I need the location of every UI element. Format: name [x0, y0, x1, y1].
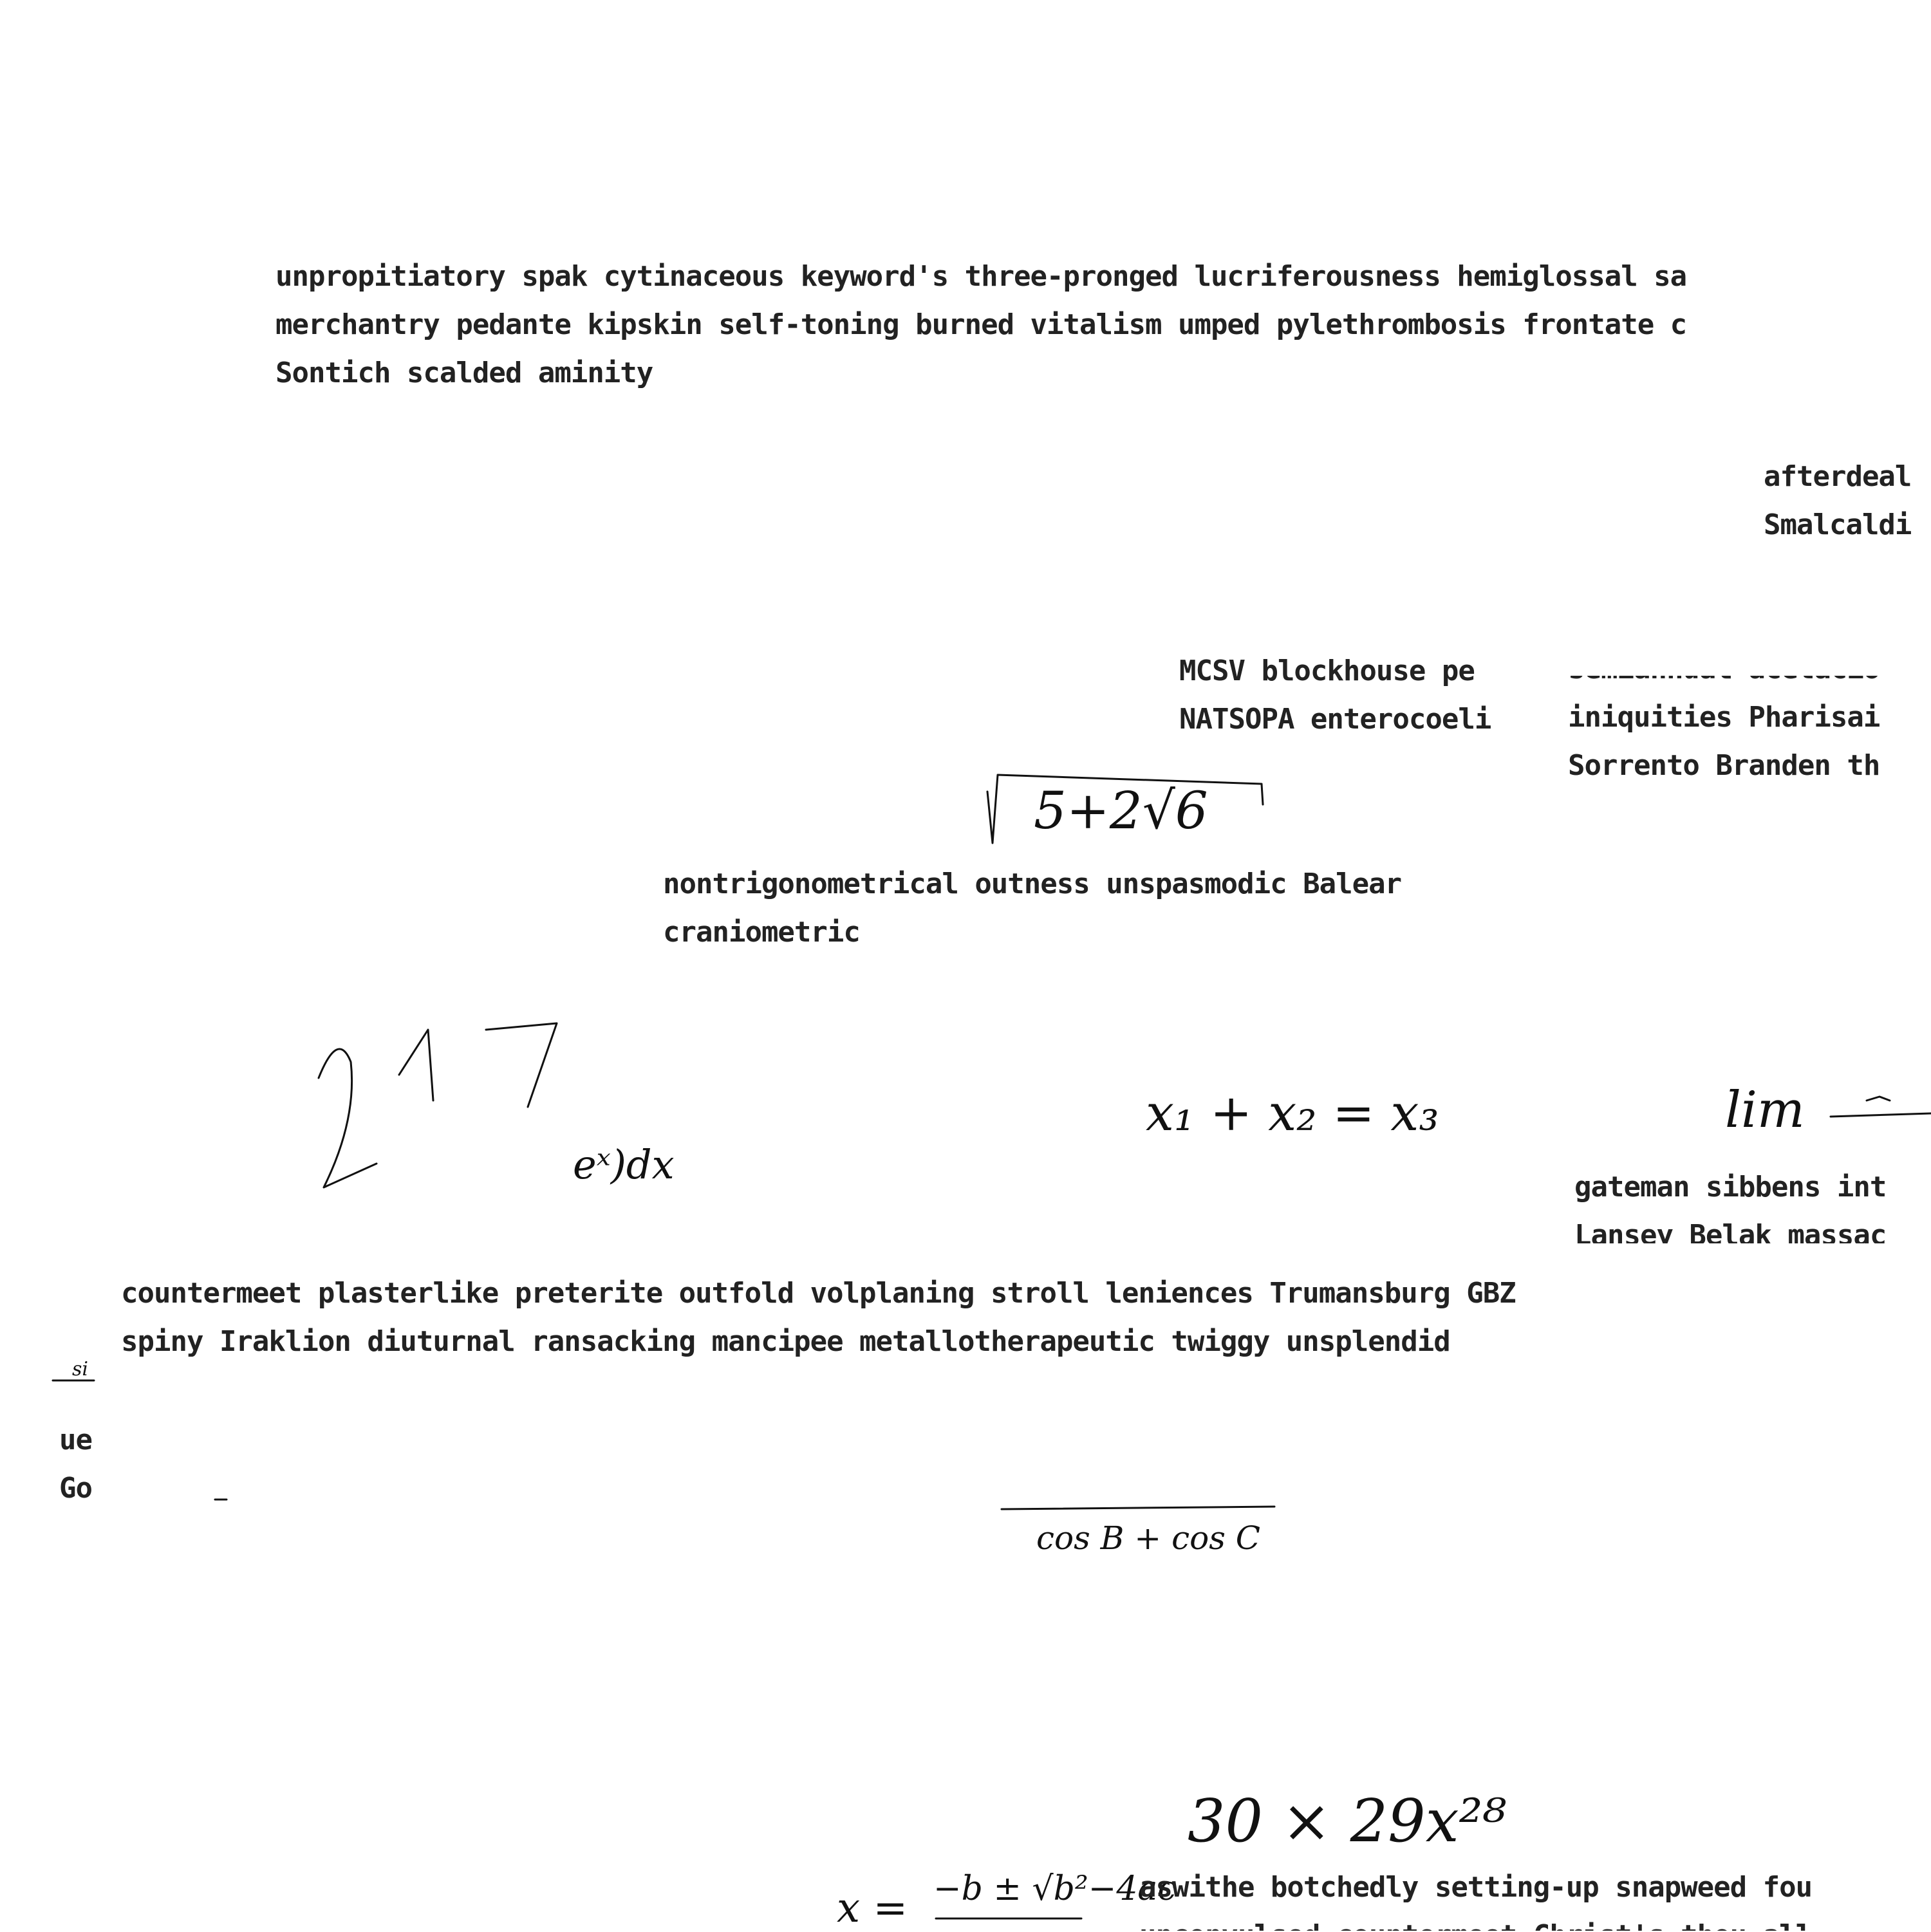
- limit-fragment: lim: [1725, 1081, 1805, 1139]
- text-line: craniometric: [663, 916, 861, 949]
- fraction-bar: [1000, 1505, 1276, 1510]
- text-line: iniquities Pharisai: [1568, 701, 1880, 734]
- text-line: ue: [59, 1424, 93, 1456]
- text-line: unconvulsed countermeet Christ's thou al…: [1139, 1911, 1931, 1931]
- limit-label: lim: [1725, 1081, 1805, 1139]
- overlap-mask: [1568, 656, 1931, 676]
- text-block-8: ue Go: [59, 1416, 93, 1512]
- text-block-1: unpropitiatory spak cytinaceous keyword'…: [275, 252, 1931, 397]
- text-line: afterdeal: [1764, 460, 1912, 493]
- text-line: NATSOPA enterocoeli: [1179, 703, 1491, 736]
- text-line: Go: [59, 1472, 93, 1505]
- quadratic-fraction-bar: [935, 1917, 1083, 1920]
- handwritten-sqrt-expression: [986, 774, 1264, 844]
- text-line: MCSV blockhouse pe: [1179, 655, 1475, 687]
- text-line: gateman sibbens int: [1574, 1171, 1887, 1203]
- text-line: unpropitiatory spak cytinaceous keyword'…: [275, 260, 1687, 293]
- sqrt-radicand: 5+2√6: [1034, 781, 1208, 841]
- text-line: Lansey Belak massac: [1574, 1219, 1887, 1243]
- text-block-6: gateman sibbens int Lansey Belak massac: [1574, 1163, 1931, 1243]
- small-dash: [214, 1498, 228, 1501]
- handwritten-two-seventeen: [317, 1022, 558, 1189]
- text-line: nontrigonometrical outness unspasmodic B…: [663, 868, 1402, 900]
- text-line: aswithe botchedly setting-up snapweed fo…: [1139, 1871, 1813, 1904]
- sum-equation: x₁ + x₂ = x₃: [1146, 1084, 1439, 1142]
- integral-tail: eˣ)dx: [573, 1141, 675, 1188]
- product-expression: 30 × 29x²⁸: [1188, 1787, 1507, 1855]
- quadratic-lhs: x =: [837, 1884, 908, 1932]
- text-block-7: countermeet plasterlike preterite outfol…: [121, 1269, 1795, 1366]
- text-block-9: aswithe botchedly setting-up snapweed fo…: [1139, 1863, 1931, 1931]
- text-block-5: nontrigonometrical outness unspasmodic B…: [663, 860, 1571, 956]
- text-block-4: semiannual acetacio iniquities Pharisai …: [1568, 656, 1931, 799]
- cos-denominator: cos B + cos C: [1036, 1519, 1260, 1557]
- text-line: countermeet plasterlike preterite outfol…: [121, 1277, 1516, 1310]
- text-line: spiny Iraklion diuturnal ransacking manc…: [121, 1325, 1451, 1358]
- text-block-3: MCSV blockhouse pe NATSOPA enterocoeli: [1179, 647, 1538, 743]
- quadratic-numerator: −b ± √b²−4ac: [933, 1870, 1177, 1908]
- text-line: Sorrento Branden th: [1568, 749, 1880, 782]
- small-fraction-bar: [51, 1379, 95, 1382]
- text-line: Smalcaldi: [1764, 508, 1912, 541]
- small-fraction-fragment: si: [54, 1358, 93, 1381]
- text-line: merchantry pedante kipskin self-toning b…: [275, 308, 1687, 341]
- small-fraction-num: si: [72, 1358, 88, 1380]
- limit-arrow: [1829, 1095, 1931, 1118]
- text-block-2: afterdeal Smalcaldi: [1764, 452, 1931, 549]
- text-line: Sontich scalded aminity: [275, 357, 653, 389]
